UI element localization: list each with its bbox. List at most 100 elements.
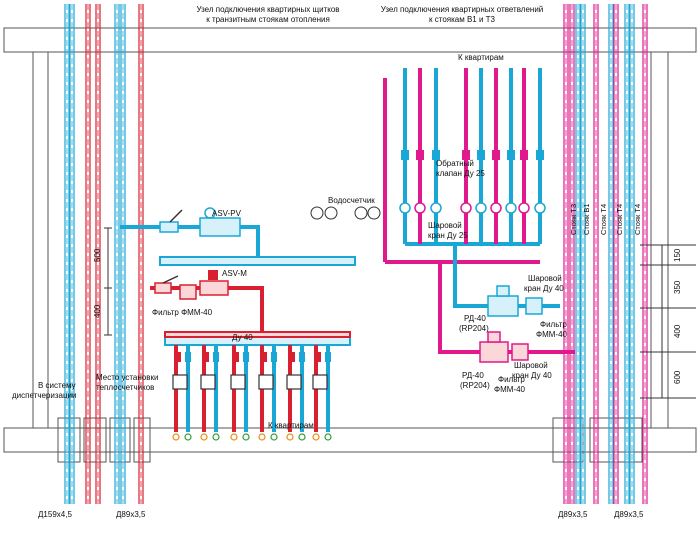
- ball-valve-40-b-line1: Шаровой: [514, 361, 548, 370]
- check-valve-1: [401, 150, 409, 160]
- filter-b-line2: ФММ-40: [494, 385, 526, 394]
- heat-meter-3: [230, 374, 246, 390]
- pipe-d159-label: Д159х4,5: [38, 510, 72, 519]
- apartment-branches: [172, 345, 332, 441]
- riser-label-5: Стояк Т4: [633, 204, 642, 235]
- ball-valve-25-line2: кран Ду 25: [428, 231, 468, 240]
- dim-150: 150: [673, 248, 682, 262]
- asv-pv-valve: [199, 207, 241, 237]
- branch-valve-c-2: [213, 352, 219, 362]
- heat-meter-6: [312, 374, 328, 390]
- check-valve-3: [432, 150, 440, 160]
- ball-valve-40-a-line1: Шаровой: [528, 274, 562, 283]
- rd40-a-line1: РД-40: [464, 314, 486, 323]
- dispatch-line2: диспетчеризации: [12, 391, 77, 400]
- branch-valve-r-1: [175, 352, 181, 362]
- pressure-gauges: [310, 206, 381, 220]
- check-valve-line1: Обратный: [436, 159, 474, 168]
- branch-valve-c-3: [243, 352, 249, 362]
- du40-label: Ду 40: [232, 333, 253, 342]
- check-valve-6: [492, 150, 500, 160]
- dispatch-line1: В систему: [38, 381, 76, 390]
- water-meter-7: [505, 202, 517, 214]
- water-meter-3: [430, 202, 442, 214]
- filter-b-line1: Фильтр: [498, 375, 525, 384]
- water-meter-8: [518, 202, 530, 214]
- heat-meter-2: [200, 374, 216, 390]
- dim-400-right: 400: [673, 324, 682, 338]
- branch-valve-r-6: [315, 352, 321, 362]
- branch-end-c-5: [298, 433, 306, 441]
- water-meter-6: [490, 202, 502, 214]
- riser-label-4: Стояк Т4: [615, 204, 624, 235]
- pipe-d89-right-label: Д89х3,5: [614, 510, 644, 519]
- branch-valve-c-1: [185, 352, 191, 362]
- asv-m-valve: [199, 270, 229, 296]
- branch-end-r-6: [312, 433, 320, 441]
- branch-valve-r-2: [203, 352, 209, 362]
- pipe-d89-left-label: Д89х3,5: [116, 510, 146, 519]
- right-risers: [563, 4, 648, 504]
- rd40-lower: [479, 331, 509, 363]
- riser-label-1: Стояк Т3: [569, 204, 578, 235]
- labels: Узел подключения квартирных щитков к тра…: [12, 5, 682, 519]
- bottom-slab: [3, 427, 697, 453]
- t3-to-riser: [438, 262, 575, 354]
- dim-600: 600: [673, 370, 682, 384]
- title-right-line1: Узел подключения квартирных ответвлений: [381, 5, 544, 14]
- ball-valve-40-a-line2: кран Ду 40: [524, 284, 564, 293]
- branch-end-r-4: [258, 433, 266, 441]
- water-meter-9: [534, 202, 546, 214]
- dim-500: 500: [93, 248, 102, 262]
- branch-end-r-1: [172, 433, 180, 441]
- ball-valve-40-b-line2: кран Ду 40: [512, 371, 552, 380]
- sleeve-left-2: [83, 417, 107, 463]
- heat-meter-1: [172, 374, 188, 390]
- branch-end-c-4: [270, 433, 278, 441]
- heat-meter-place-line1: Место установки: [96, 373, 158, 382]
- water-meter-5: [475, 202, 487, 214]
- water-meter-1: [399, 202, 411, 214]
- branch-end-r-3: [230, 433, 238, 441]
- title-right-line2: к стоякам В1 и Т3: [429, 15, 496, 24]
- branch-valve-r-5: [289, 352, 295, 362]
- filter-right-lower: [511, 343, 529, 361]
- check-valve-7: [507, 150, 515, 160]
- filter-right-upper: [525, 297, 543, 315]
- heat-meter-4: [258, 374, 274, 390]
- branch-end-c-1: [184, 433, 192, 441]
- filter-a-line1: Фильтр: [540, 320, 567, 329]
- rd40-a-line2: (RP204): [459, 324, 489, 333]
- rd40-b-line1: РД-40: [462, 371, 484, 380]
- branch-valve-c-6: [325, 352, 331, 362]
- check-valve-4: [462, 150, 470, 160]
- return-header: [164, 331, 351, 338]
- sleeve-left-4: [133, 417, 151, 463]
- equipment: [154, 206, 543, 363]
- to-apartments-bottom: К квартирам: [268, 421, 314, 430]
- branch-valve-r-4: [261, 352, 267, 362]
- left-transit-risers: [64, 4, 144, 504]
- asv-pv-label: ASV-PV: [212, 209, 242, 218]
- dim-350: 350: [673, 280, 682, 294]
- branch-end-c-2: [212, 433, 220, 441]
- b1-to-riser: [453, 244, 560, 308]
- ball-valve-25-line1: Шаровой: [428, 221, 462, 230]
- branch-end-r-5: [286, 433, 294, 441]
- title-left-line1: Узел подключения квартирных щитков: [196, 5, 339, 14]
- ball-valve-supply: [159, 209, 183, 233]
- pipe-d89-mid-label: Д89х3,5: [558, 510, 588, 519]
- riser-label-2: Стояк В1: [582, 203, 591, 235]
- asv-m-label: ASV-M: [222, 269, 247, 278]
- branch-end-r-2: [200, 433, 208, 441]
- water-meter-label: Водосчетчик: [328, 196, 375, 205]
- sleeve-left-3: [109, 417, 131, 463]
- water-meter-2: [414, 202, 426, 214]
- dim-400: 400: [93, 304, 102, 318]
- branch-valve-c-4: [271, 352, 277, 362]
- branch-end-c-6: [324, 433, 332, 441]
- title-left-line2: к транзитным стоякам отопления: [206, 15, 330, 24]
- check-valve-2: [416, 150, 424, 160]
